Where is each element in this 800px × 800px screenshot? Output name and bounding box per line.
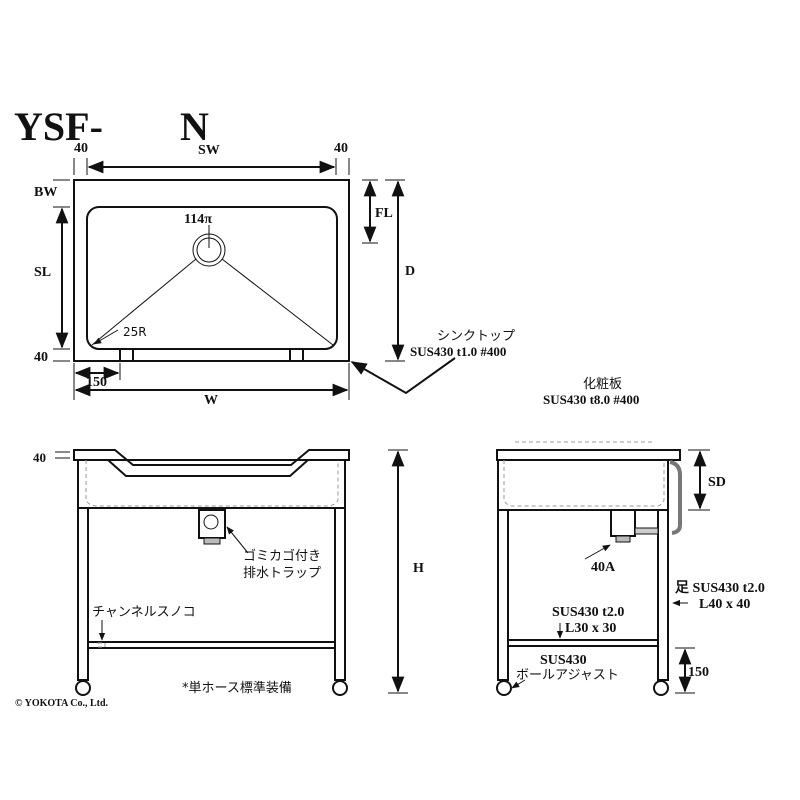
- panel-spec: SUS430 t8.0 #400: [543, 392, 639, 407]
- side-view: [496, 441, 710, 696]
- leg-spec-1: 足 SUS430 t2.0: [675, 580, 765, 596]
- brace-spec-2: L30 x 30: [565, 621, 616, 636]
- model-prefix: YSF-: [14, 104, 103, 149]
- leg-spec-2: L40 x 40: [699, 597, 750, 612]
- dim-leg-offset: 150: [86, 375, 107, 390]
- dim-drain-size: 114π: [184, 212, 212, 227]
- top-view: 40 SW 40 BW SL 40 114π 25R 150 W FL D: [34, 141, 456, 408]
- trap-label-1: ゴミカゴ付き: [243, 548, 321, 564]
- dim-bottom-clearance: 150: [688, 665, 709, 680]
- sink-top-spec: SUS430 t1.0 #400: [410, 344, 506, 359]
- shelf-label: チャンネルスノコ: [92, 605, 196, 620]
- adjuster-label: ボールアジャスト: [516, 668, 619, 683]
- copyright: © YOKOTA Co., Ltd.: [15, 698, 109, 709]
- sink-top-outline: [73, 179, 350, 362]
- brace-spec-1: SUS430 t2.0: [552, 605, 624, 620]
- drain-size-label: 40A: [591, 560, 616, 575]
- hose-note: *単ホース標準装備: [182, 680, 292, 696]
- model-suffix: N: [180, 104, 209, 149]
- dim-sd: SD: [708, 475, 726, 490]
- trap-label-2: 排水トラップ: [243, 566, 321, 581]
- dim-top-thickness: 40: [33, 450, 46, 465]
- dim-h: H: [413, 561, 424, 576]
- adjuster-spec: SUS430: [540, 653, 587, 668]
- dim-bw: BW: [34, 185, 57, 200]
- dim-sw: SW: [198, 143, 220, 158]
- dim-corner-radius: 25R: [123, 325, 147, 339]
- dim-d: D: [405, 264, 415, 279]
- front-view: [55, 449, 408, 696]
- dim-sl: SL: [34, 265, 51, 280]
- dim-w: W: [204, 393, 218, 408]
- dim-fl: FL: [375, 206, 393, 221]
- panel-label: 化粧板: [583, 377, 622, 392]
- sink-top-label: シンクトップ: [437, 329, 515, 344]
- dim-right-margin: 40: [334, 141, 348, 156]
- basin-outline: [86, 206, 338, 350]
- dim-front-margin: 40: [34, 350, 48, 365]
- dim-left-margin: 40: [74, 141, 88, 156]
